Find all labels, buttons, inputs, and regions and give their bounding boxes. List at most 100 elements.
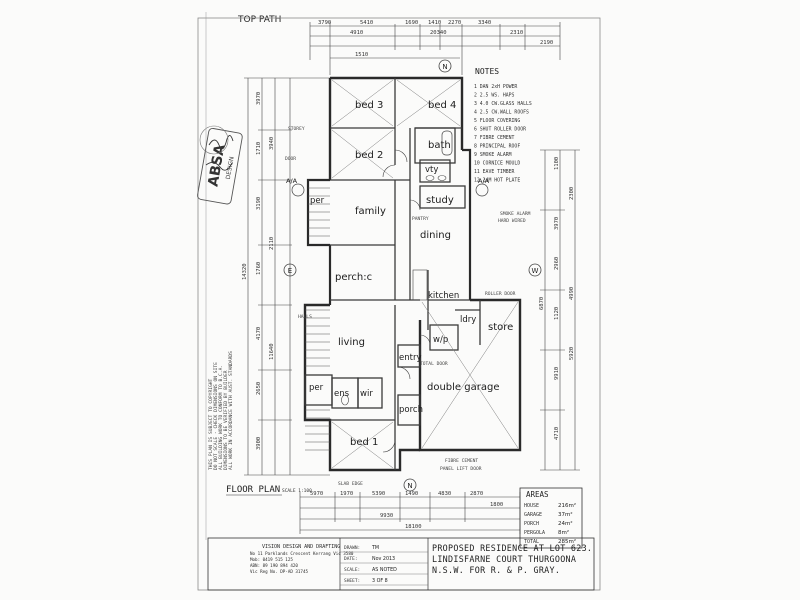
bottom-dim-label: 1800 [490,502,503,508]
tb-field-label: SHEET: [344,578,360,584]
left-dim-label: 11640 [269,343,275,360]
left-dim-label: 3190 [256,197,262,210]
tb-field-value: 3 OF 8 [372,578,388,584]
left-dim-label: 4170 [256,327,262,340]
top-dim-label: 4910 [350,30,363,36]
right-dim-label: 9910 [554,367,560,380]
room-bed4: bed 4 [428,100,456,111]
svg-text:E: E [288,267,292,275]
right-dim-label: 4710 [554,427,560,440]
area-label: PORCH [524,521,539,527]
note-item: 9 SMOKE ALARM [474,152,512,158]
area-label: GARAGE [524,512,542,518]
room-wir: wir [360,389,373,399]
room-double-garage: double garage [427,382,499,393]
bottom-dim-label: 4830 [438,491,451,497]
right-dim-label: 2960 [554,257,560,270]
svg-text:FIBRE CEMENT: FIBRE CEMENT [445,458,478,464]
company-mobile: Mob: 0419 515 125 [250,557,293,562]
floor-plan-scale: SCALE 1:100 [282,488,312,494]
left-dim-label: 1760 [256,262,262,275]
tb-field-label: DRAWN: [344,545,360,551]
left-dim-label: 2650 [256,382,262,395]
top-dim-label: 3790 [318,20,331,26]
stamp-subtitle: DESIGN [225,156,236,180]
annotation-scribbles: STOREY DOOR PANTRY ROLLER DOOR FIBRE CEM… [285,126,531,487]
svg-text:SMOKE ALARM: SMOKE ALARM [500,211,531,217]
area-value: 24m² [558,520,573,527]
note-item: 4 2.5 CW.WALL ROOFS [474,110,529,116]
svg-text:N: N [407,482,412,490]
left-dim-label: 2110 [269,237,275,250]
note-item: 7 FIBRE CEMENT [474,135,515,141]
company-name: VISION DESIGN AND DRAFTING [262,544,340,550]
bottom-dim-label: 5970 [310,491,323,497]
stair-hatching-bottom [305,309,330,451]
left-dim-label: 3900 [256,437,262,450]
bottom-dim-label: 1490 [405,491,418,497]
note-item: 10 CORNICE MOULD [474,161,520,167]
stair-hatching-top [308,187,330,237]
room-living: living [338,337,365,348]
right-dim-label: 1100 [554,157,560,170]
areas-box: AREAS [519,487,583,549]
room-per-top: per [310,196,325,206]
svg-text:A/A: A/A [478,177,490,185]
note-item: 5 FLOOR COVERING [474,118,520,124]
bath-tub [441,130,453,156]
svg-text:PANEL LIFT DOOR: PANEL LIFT DOOR [440,466,482,472]
svg-text:A/A: A/A [286,177,298,185]
top-dim-label: 5410 [360,20,373,26]
left-dimension-chain [244,77,330,476]
right-dimension-chain [540,149,580,471]
top-dim-label: 3340 [478,20,491,26]
title-block [207,537,595,591]
room-vty: vty [425,165,438,175]
room-bed2: bed 2 [355,150,383,161]
section-marker-right: A/A [475,177,490,197]
areas-title: AREAS [526,490,549,499]
room-perchc: perch:c [335,272,372,283]
note-item: 11 EAVE TIMBER [474,169,515,175]
room-per-bottom: per [309,383,324,393]
top-dim-label: 1410 [428,20,441,26]
tb-field-label: DATE: [344,556,358,562]
svg-text:W: W [532,267,539,275]
room-bed1: bed 1 [350,437,378,448]
note-item: 6 SHUT ROLLER DOOR [474,127,526,133]
bottom-dim-label: 1970 [340,491,353,497]
area-label: TOTAL [524,539,539,545]
room-bath: bath [428,140,451,151]
vanity-basins [425,175,447,181]
room-study: study [426,195,454,206]
svg-text:HALLS: HALLS [298,314,312,320]
area-label: PERGOLA [524,530,545,536]
project-line-3: N.S.W. FOR R. & P. GRAY. [432,565,560,575]
notes-block: NOTES [475,67,499,76]
project-title: PROPOSED RESIDENCE AT LOT 623. LINDISFAR… [432,543,592,575]
tb-field-label: SCALE: [344,567,360,573]
company-reg: Vic Reg No. DP-AD 31745 [250,569,308,574]
room-porch: porch [399,405,423,415]
section-marker-left: A/A [286,177,305,197]
top-dim-label: 20340 [430,30,447,36]
vertical-note-line: THIS PLAN IS SUBJECT TO COPYRIGHT [208,378,214,470]
room-entry: entry [399,353,421,363]
area-value: 216m² [558,502,576,509]
svg-text:ROLLER DOOR: ROLLER DOOR [485,291,516,297]
company-address: No 11 Parklands Crescent Kerrang Vic 358… [250,551,354,556]
right-dim-label: 5920 [569,347,575,360]
note-item: 3 4.0 CW.GLASS HALLS [474,101,532,107]
top-dim-label: 1690 [405,20,418,26]
company-abn: ABN: 89 190 894 420 [250,563,298,568]
tb-field-value: TM [371,545,379,551]
area-label: HOUSE [524,503,539,509]
handwritten-signature [199,125,234,171]
room-dining: dining [420,230,451,241]
